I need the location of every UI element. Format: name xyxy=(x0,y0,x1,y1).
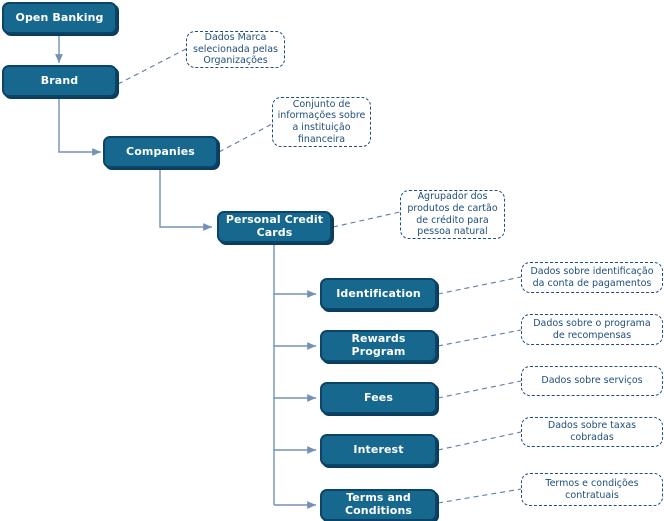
leader-interest-note xyxy=(437,431,522,451)
node-rewards-program[interactable]: Rewards Program xyxy=(320,330,437,362)
node-identification[interactable]: Identification xyxy=(320,278,437,310)
node-companies[interactable]: Companies xyxy=(103,136,218,168)
note-companies: Conjunto de informações sobre a institui… xyxy=(272,97,371,147)
leader-cards-note xyxy=(332,211,401,228)
leader-identification-note xyxy=(437,276,522,295)
node-terms-and-conditions[interactable]: Terms and Conditions xyxy=(320,489,437,521)
note-personal-credit-cards: Agrupador dos produtos de cartão de créd… xyxy=(400,190,505,239)
note-identification: Dados sobre identificação da conta de pa… xyxy=(521,262,663,293)
note-fees: Dados sobre serviços xyxy=(521,366,663,396)
note-interest: Dados sobre taxas cobradas xyxy=(521,417,663,447)
note-rewards-program: Dados sobre o programa de recompensas xyxy=(521,314,663,345)
node-brand[interactable]: Brand xyxy=(2,65,117,97)
note-brand: Dados Marca selecionada pelas Organizaçõ… xyxy=(186,31,285,68)
leader-brand-note xyxy=(117,48,187,85)
leader-companies-note xyxy=(218,123,273,153)
leader-rewards-note xyxy=(437,329,522,347)
node-interest[interactable]: Interest xyxy=(320,434,437,466)
leader-terms-note xyxy=(437,488,522,504)
leader-fees-note xyxy=(437,380,522,399)
edge-brand-companies xyxy=(58,99,101,156)
edge-companies-cards xyxy=(159,169,212,231)
node-personal-credit-cards[interactable]: Personal Credit Cards xyxy=(217,211,332,243)
node-fees[interactable]: Fees xyxy=(320,382,437,414)
node-open-banking[interactable]: Open Banking xyxy=(2,2,117,34)
note-terms-and-conditions: Termos e condições contratuais xyxy=(521,473,663,506)
